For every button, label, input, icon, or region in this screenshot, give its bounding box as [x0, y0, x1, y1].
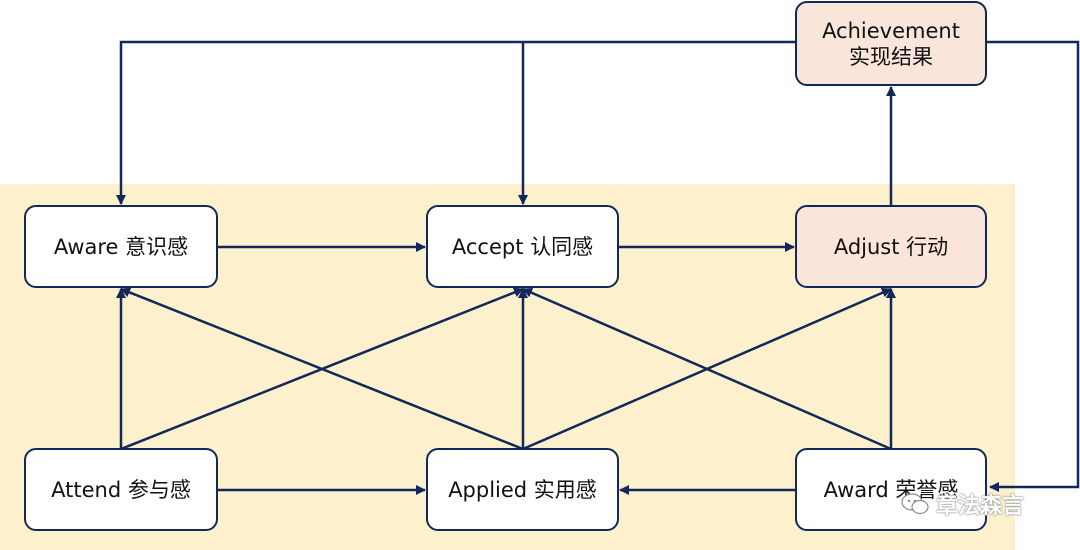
arrow-applied-to-adjust: [522, 287, 892, 451]
node-accept: Accept 认同感: [426, 205, 619, 288]
watermark: 章法森言: [900, 488, 1024, 520]
achievement-label-en: Achievement: [822, 18, 960, 43]
attend-label: Attend 参与感: [51, 477, 191, 502]
arrow-attend-to-accept: [120, 287, 524, 451]
accept-label: Accept 认同感: [451, 234, 594, 259]
loop-achievement-to-aware: [116, 40, 796, 205]
watermark-text: 章法森言: [936, 494, 1025, 519]
award-label: Award 荣誉感: [823, 477, 959, 502]
adjust-label: Adjust 行动: [833, 234, 949, 259]
node-applied: Applied 实用感: [426, 448, 619, 531]
applied-label: Applied 实用感: [448, 477, 597, 502]
wechat-icon: [901, 493, 929, 515]
achievement-label-zh: 实现结果: [849, 44, 933, 69]
node-aware: Aware 意识感: [24, 205, 218, 288]
node-achievement: Achievement 实现结果: [795, 1, 987, 86]
loop-achievement-to-award: [987, 40, 1080, 492]
node-adjust: Adjust 行动: [795, 205, 987, 288]
node-attend: Attend 参与感: [24, 448, 218, 531]
node-award: Award 荣誉感: [795, 448, 987, 531]
aware-label: Aware 意识感: [53, 234, 189, 259]
